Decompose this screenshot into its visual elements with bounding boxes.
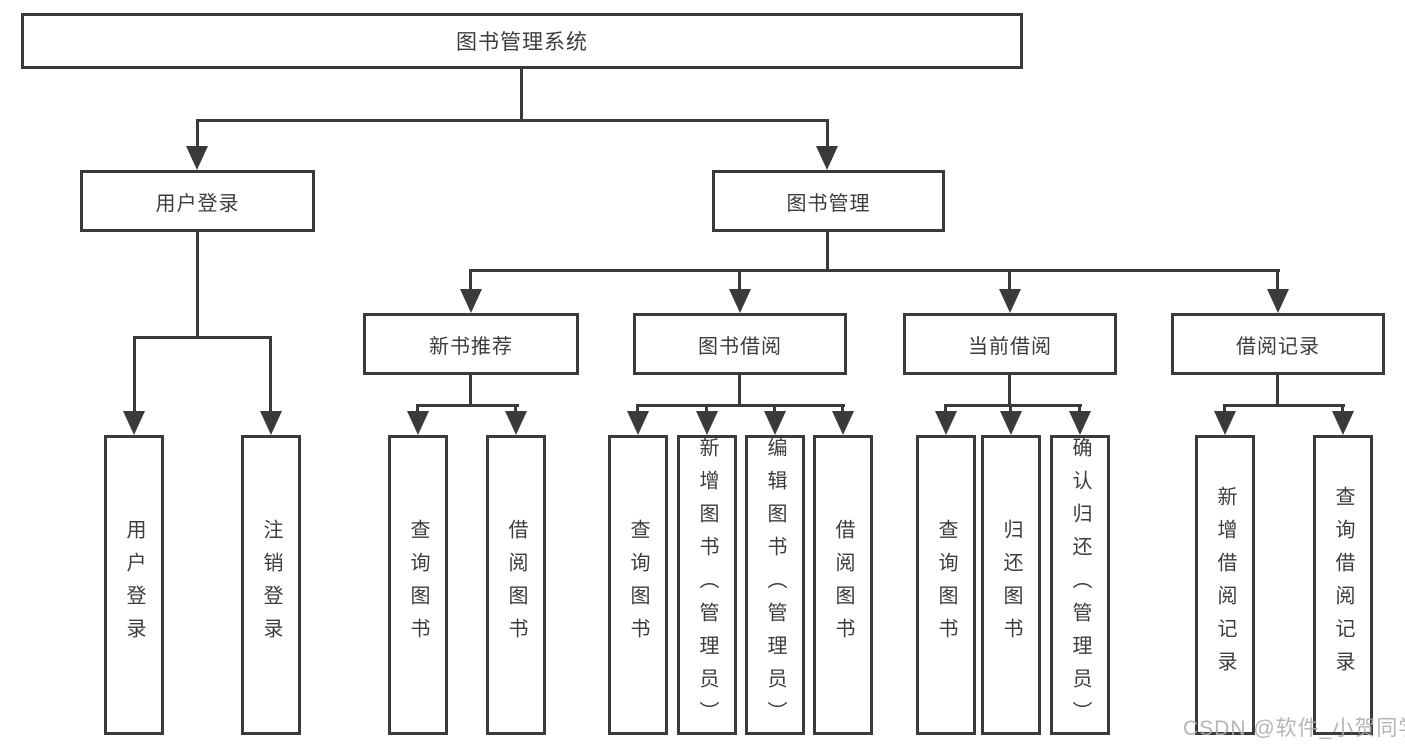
arrow-down-icon (816, 146, 838, 170)
connector-new-book-stub (469, 375, 472, 406)
connector-to-borrow-records (1276, 269, 1279, 295)
connector-line (636, 404, 639, 416)
leaf-query-borrow-record: 查询借阅记录 (1313, 435, 1373, 735)
connector-book-borrow-stub (738, 375, 741, 406)
node-library-system-label: 图书管理系统 (456, 31, 588, 54)
arrow-down-icon (460, 289, 482, 313)
leaf-return-books: 归还图书 (981, 435, 1041, 735)
leaf-borrow-books-label: 借阅图书 (832, 519, 854, 651)
arrow-down-icon (935, 411, 957, 435)
leaf-add-borrow-record-label: 新增借阅记录 (1214, 486, 1236, 684)
leaf-logout-label: 注销登录 (260, 519, 282, 651)
connector-user-login-stub (196, 232, 199, 338)
leaf-newbook-query-books: 查询图书 (388, 435, 448, 735)
leaf-current-query-books-label: 查询图书 (935, 519, 957, 651)
connector-to-book-borrow (738, 269, 741, 295)
connector-borrow-records-hline (1223, 404, 1345, 407)
connector-root-to-book-mgmt (826, 119, 829, 149)
connector-current-borrow-stub (1008, 375, 1011, 406)
connector-line (514, 404, 517, 416)
leaf-user-login-label: 用户登录 (123, 519, 145, 651)
leaf-borrow-books: 借阅图书 (813, 435, 873, 735)
leaf-confirm-return-admin: 确认归还（管理员） (1050, 435, 1110, 735)
node-user-login-label: 用户登录 (155, 192, 240, 215)
arrow-down-icon (407, 411, 429, 435)
arrow-down-icon (260, 411, 282, 435)
connector-root-to-user-login (196, 119, 199, 149)
connector-root-hline (196, 119, 829, 122)
arrow-down-icon (999, 289, 1021, 313)
node-current-borrowing: 当前借阅 (903, 313, 1117, 375)
connector-line (416, 404, 419, 416)
connector-line (1223, 404, 1226, 416)
node-book-management: 图书管理 (712, 170, 945, 232)
arrow-down-icon (1069, 411, 1091, 435)
leaf-logout: 注销登录 (241, 435, 301, 735)
connector-new-book-hline (417, 404, 519, 407)
node-book-borrowing-label: 图书借阅 (698, 335, 782, 358)
connector-line (1009, 404, 1012, 416)
connector-book-mgmt-hline (470, 269, 1280, 272)
leaf-newbook-borrow-books-label: 借阅图书 (505, 519, 527, 651)
csdn-watermark: CSDN @软件_小贺同学 (1183, 717, 1405, 740)
arrow-down-icon (764, 411, 786, 435)
leaf-edit-book-admin-label: 编辑图书（管理员） (764, 436, 786, 734)
connector-book-mgmt-stub (826, 232, 829, 271)
node-current-borrowing-label: 当前借阅 (968, 335, 1052, 358)
leaf-query-borrow-record-label: 查询借阅记录 (1332, 486, 1354, 684)
arrow-down-icon (729, 289, 751, 313)
arrow-down-icon (1332, 411, 1354, 435)
arrow-down-icon (1267, 289, 1289, 313)
node-new-book-recommend: 新书推荐 (363, 313, 579, 375)
arrow-down-icon (1214, 411, 1236, 435)
arrow-down-icon (505, 411, 527, 435)
connector-line (1078, 404, 1081, 416)
connector-user-login-hline (133, 336, 272, 339)
leaf-borrow-query-books: 查询图书 (608, 435, 668, 735)
connector-current-borrow-hline (944, 404, 1082, 407)
leaf-user-login: 用户登录 (104, 435, 164, 735)
arrow-down-icon (832, 411, 854, 435)
connector-to-current-borrow (1008, 269, 1011, 295)
connector-line (705, 404, 708, 416)
node-library-system: 图书管理系统 (21, 13, 1023, 69)
node-book-management-label: 图书管理 (786, 192, 871, 215)
node-new-book-recommend-label: 新书推荐 (429, 335, 513, 358)
connector-to-new-book (469, 269, 472, 295)
connector-to-leaf-logout (269, 336, 272, 414)
leaf-return-books-label: 归还图书 (1000, 519, 1022, 651)
connector-borrow-records-stub (1276, 375, 1279, 406)
arrow-down-icon (1000, 411, 1022, 435)
connector-line (944, 404, 947, 416)
leaf-edit-book-admin: 编辑图书（管理员） (745, 435, 805, 735)
leaf-current-query-books: 查询图书 (916, 435, 976, 735)
node-borrowing-records: 借阅记录 (1171, 313, 1385, 375)
arrow-down-icon (186, 146, 208, 170)
arrow-down-icon (696, 411, 718, 435)
leaf-newbook-borrow-books: 借阅图书 (486, 435, 546, 735)
node-user-login: 用户登录 (80, 170, 315, 232)
leaf-add-borrow-record: 新增借阅记录 (1195, 435, 1255, 735)
connector-line (1341, 404, 1344, 416)
leaf-newbook-query-books-label: 查询图书 (407, 519, 429, 651)
leaf-add-book-admin: 新增图书（管理员） (677, 435, 737, 735)
connector-book-borrow-hline (636, 404, 845, 407)
leaf-add-book-admin-label: 新增图书（管理员） (696, 436, 718, 734)
connector-to-leaf-login (133, 336, 136, 414)
node-borrowing-records-label: 借阅记录 (1236, 335, 1320, 358)
leaf-confirm-return-admin-label: 确认归还（管理员） (1069, 436, 1091, 734)
connector-line (773, 404, 776, 416)
node-book-borrowing: 图书借阅 (633, 313, 847, 375)
connector-root-stub (520, 68, 523, 121)
connector-line (841, 404, 844, 416)
leaf-borrow-query-books-label: 查询图书 (627, 519, 649, 651)
arrow-down-icon (627, 411, 649, 435)
arrow-down-icon (123, 411, 145, 435)
